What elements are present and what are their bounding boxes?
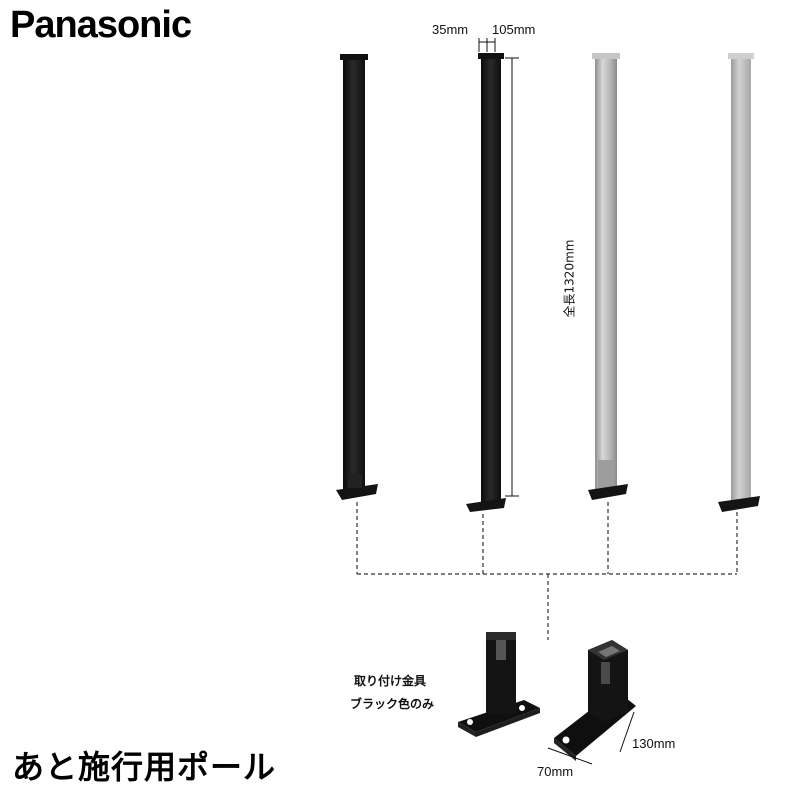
bracket-note-line2: ブラック色のみ (350, 697, 435, 711)
pole-stainless (718, 53, 760, 512)
bracket-width-label: 70mm (537, 764, 574, 779)
pole-silver (588, 53, 628, 500)
length-dimension-line (505, 57, 519, 497)
pole-black-2 (466, 53, 506, 512)
bracket-note-line1: 取り付け金具 (354, 674, 427, 688)
connector-lines (356, 502, 738, 640)
width-label-small: 35mm (432, 22, 469, 37)
bracket-dimension-lines (547, 711, 635, 765)
total-length-label: 全長1320mm (562, 239, 577, 318)
bracket-angled (554, 640, 636, 761)
bracket-front (458, 632, 540, 737)
width-label-large: 105mm (492, 22, 536, 37)
bracket-depth-label: 130mm (632, 736, 676, 751)
brand-logo: Panasonic (10, 4, 192, 46)
pole-black-1 (336, 54, 378, 500)
width-dimension-marks (478, 38, 496, 52)
product-title: あと施行用ポール (12, 748, 277, 786)
